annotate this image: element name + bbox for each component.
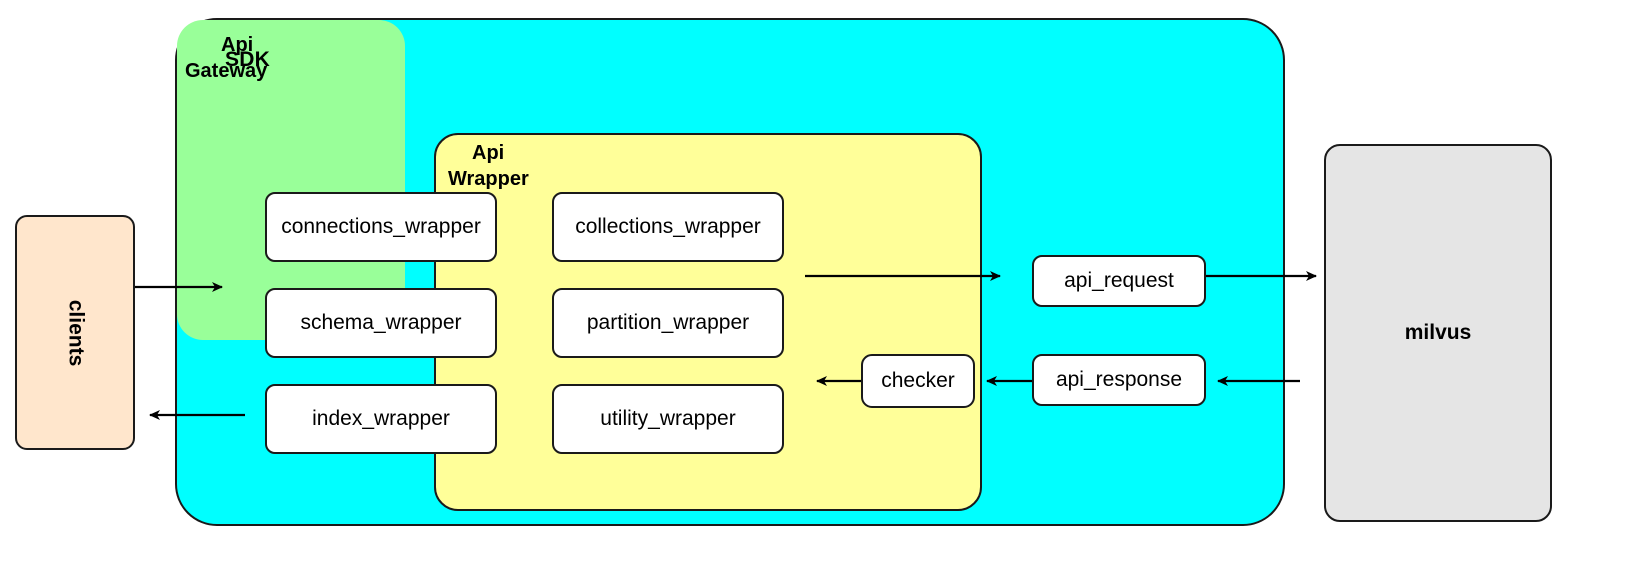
api-gateway-label: Api Gateway	[185, 32, 375, 84]
node-checker[interactable]: checker	[861, 354, 975, 408]
api-gateway-label-line2: Gateway	[185, 60, 268, 82]
milvus-label: milvus	[1404, 321, 1472, 344]
node-label: collections_wrapper	[575, 215, 761, 238]
api-wrapper-label-line1: Api	[472, 142, 505, 164]
api-gateway-label-line1: Api	[221, 34, 254, 56]
node-label: index_wrapper	[312, 407, 450, 430]
api-wrapper-label-line2: Wrapper	[448, 167, 529, 190]
node-api-response[interactable]: api_response	[1032, 354, 1206, 406]
node-schema-wrapper[interactable]: schema_wrapper	[265, 288, 497, 358]
node-label: connections_wrapper	[281, 215, 481, 238]
node-index-wrapper[interactable]: index_wrapper	[265, 384, 497, 454]
clients-label: clients	[64, 299, 87, 366]
node-label: api_response	[1055, 368, 1183, 391]
node-label: partition_wrapper	[586, 311, 750, 334]
node-label: schema_wrapper	[300, 311, 462, 334]
milvus-box[interactable]: milvus	[1324, 144, 1552, 522]
clients-box[interactable]: clients	[15, 215, 135, 450]
node-utility-wrapper[interactable]: utility_wrapper	[552, 384, 784, 454]
api-wrapper-label: Api Wrapper	[448, 141, 628, 192]
node-partition-wrapper[interactable]: partition_wrapper	[552, 288, 784, 358]
node-label: checker	[881, 369, 955, 392]
node-connections-wrapper[interactable]: connections_wrapper	[265, 192, 497, 262]
node-collections-wrapper[interactable]: collections_wrapper	[552, 192, 784, 262]
sdk-label: SDK	[225, 48, 270, 71]
node-api-request[interactable]: api_request	[1032, 255, 1206, 307]
node-label: utility_wrapper	[600, 407, 736, 430]
node-label: api_request	[1064, 269, 1174, 292]
